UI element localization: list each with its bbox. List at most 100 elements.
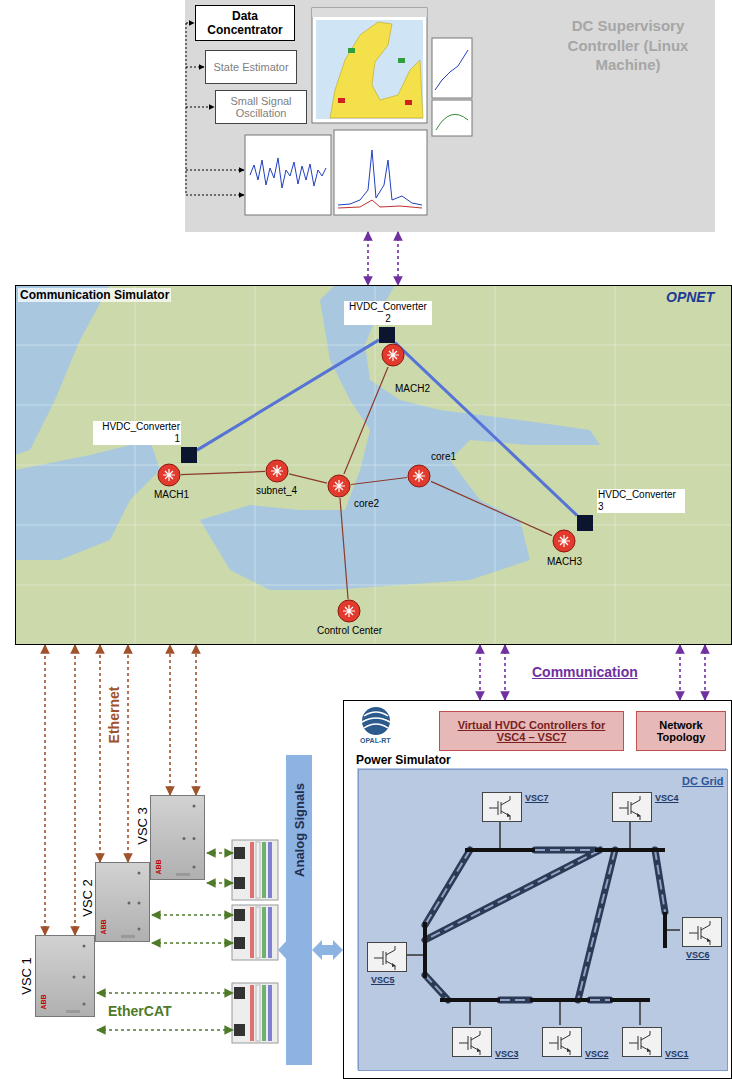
node-label: MACH3 <box>547 556 582 567</box>
link-label: Communication <box>532 664 638 680</box>
shape-art <box>558 535 570 547</box>
node-label: subnet_4 <box>256 485 297 496</box>
node-label: VSC 1 <box>19 957 34 995</box>
plot-screenshots <box>435 50 468 90</box>
plot-screenshots <box>334 130 427 215</box>
shape-art <box>553 530 575 552</box>
grid-wiring <box>425 850 665 1000</box>
link-label: EtherCAT <box>108 1003 172 1019</box>
connector-line <box>197 340 379 450</box>
io-modules <box>232 983 278 1043</box>
io-modules <box>232 905 278 960</box>
node-label: Virtual HVDC Controllers for VSC4 – VSC7 <box>445 719 618 743</box>
shape-art <box>387 349 399 361</box>
io-modules <box>250 907 254 958</box>
node-label: ABB <box>40 994 47 1009</box>
map-screenshot <box>330 22 423 118</box>
io-modules <box>256 842 260 898</box>
shape-art <box>333 480 345 492</box>
node-label: ABB <box>155 859 162 874</box>
shape-art <box>459 1031 480 1055</box>
map-screenshot <box>316 20 423 119</box>
window-arrows <box>186 23 194 24</box>
opal-logo <box>362 712 390 728</box>
plot-screenshots <box>338 200 422 208</box>
shape-art <box>619 796 640 820</box>
map-screenshot <box>312 8 427 17</box>
shape-art <box>265 459 289 483</box>
shape-art <box>552 529 576 553</box>
connector-line <box>322 945 333 955</box>
io-modules <box>234 847 245 859</box>
map-art <box>15 285 732 645</box>
shape-art <box>381 343 405 367</box>
node-label: State Estimator <box>213 61 288 73</box>
shape-art <box>647 1048 651 1052</box>
shape-art <box>707 938 711 942</box>
shape-art <box>368 943 408 973</box>
connector-line <box>169 645 171 795</box>
ethercat-arrows <box>207 882 233 884</box>
shape-art <box>489 796 510 820</box>
router-node: core2 <box>327 474 351 498</box>
map-screenshot <box>312 8 427 123</box>
map-screenshot <box>405 100 412 105</box>
shape-art <box>265 459 289 483</box>
plot-screenshots <box>436 114 468 130</box>
node-label: DC Grid <box>682 775 724 787</box>
shape-art <box>73 976 76 979</box>
vsc-converter: VSC5 <box>367 942 407 972</box>
window-box: State Estimator <box>205 50 297 84</box>
power-ground <box>357 768 727 1070</box>
io-modules <box>262 907 266 958</box>
node-label: MACH1 <box>154 489 189 500</box>
controller-device: VSC 1ABB <box>35 935 95 1017</box>
grid-wiring <box>405 820 680 1025</box>
window-box: Small Signal Oscillation <box>215 90 307 124</box>
supervisory-ground <box>185 0 715 232</box>
node-label: VSC6 <box>686 950 710 960</box>
io-modules <box>250 842 254 898</box>
shape-art <box>374 946 395 970</box>
shape-art <box>407 464 431 488</box>
node-label: ABB <box>100 919 107 934</box>
shape-art <box>158 464 180 486</box>
shape-art <box>543 1028 583 1058</box>
shape-art <box>507 813 511 817</box>
connector-line <box>431 481 552 535</box>
shape-art <box>83 976 86 979</box>
shape-art <box>83 1003 86 1006</box>
node-label: VSC3 <box>495 1049 519 1059</box>
shape-art <box>327 474 351 498</box>
shape-art <box>328 475 350 497</box>
connector-line <box>395 343 577 516</box>
ethercat-arrows <box>152 914 233 916</box>
node-label: VSC7 <box>525 793 549 803</box>
rotated-holder: VSC 2 <box>80 873 94 923</box>
plot-screenshots <box>245 135 331 215</box>
controller-box: Virtual HVDC Controllers for VSC4 – VSC7 <box>439 711 624 751</box>
shape-art <box>193 866 196 869</box>
shape-art <box>183 837 186 840</box>
shape-art <box>623 1028 663 1058</box>
node-label: Control Center <box>317 625 382 636</box>
connector-line <box>74 645 76 935</box>
node-label: Communication Simulator <box>18 288 171 302</box>
map-screenshot <box>348 48 355 53</box>
window-arrows <box>186 195 244 196</box>
rotated-holder: ABB <box>153 856 163 878</box>
shape-art <box>138 902 141 905</box>
window-arrows <box>186 107 214 108</box>
node-label: DC Supervisory Controller (Linux Machine… <box>548 16 708 75</box>
vsc-converter: VSC3 <box>452 1027 492 1057</box>
shape-art <box>483 793 523 823</box>
ethercat-arrows <box>97 1029 233 1031</box>
router-node: subnet_4 <box>265 459 289 483</box>
io-modules <box>256 907 260 958</box>
shape-art <box>613 793 653 823</box>
map-art <box>15 285 732 645</box>
shape-art <box>543 1028 583 1058</box>
link-label: Ethernet <box>106 687 122 744</box>
shape-art <box>193 805 196 808</box>
